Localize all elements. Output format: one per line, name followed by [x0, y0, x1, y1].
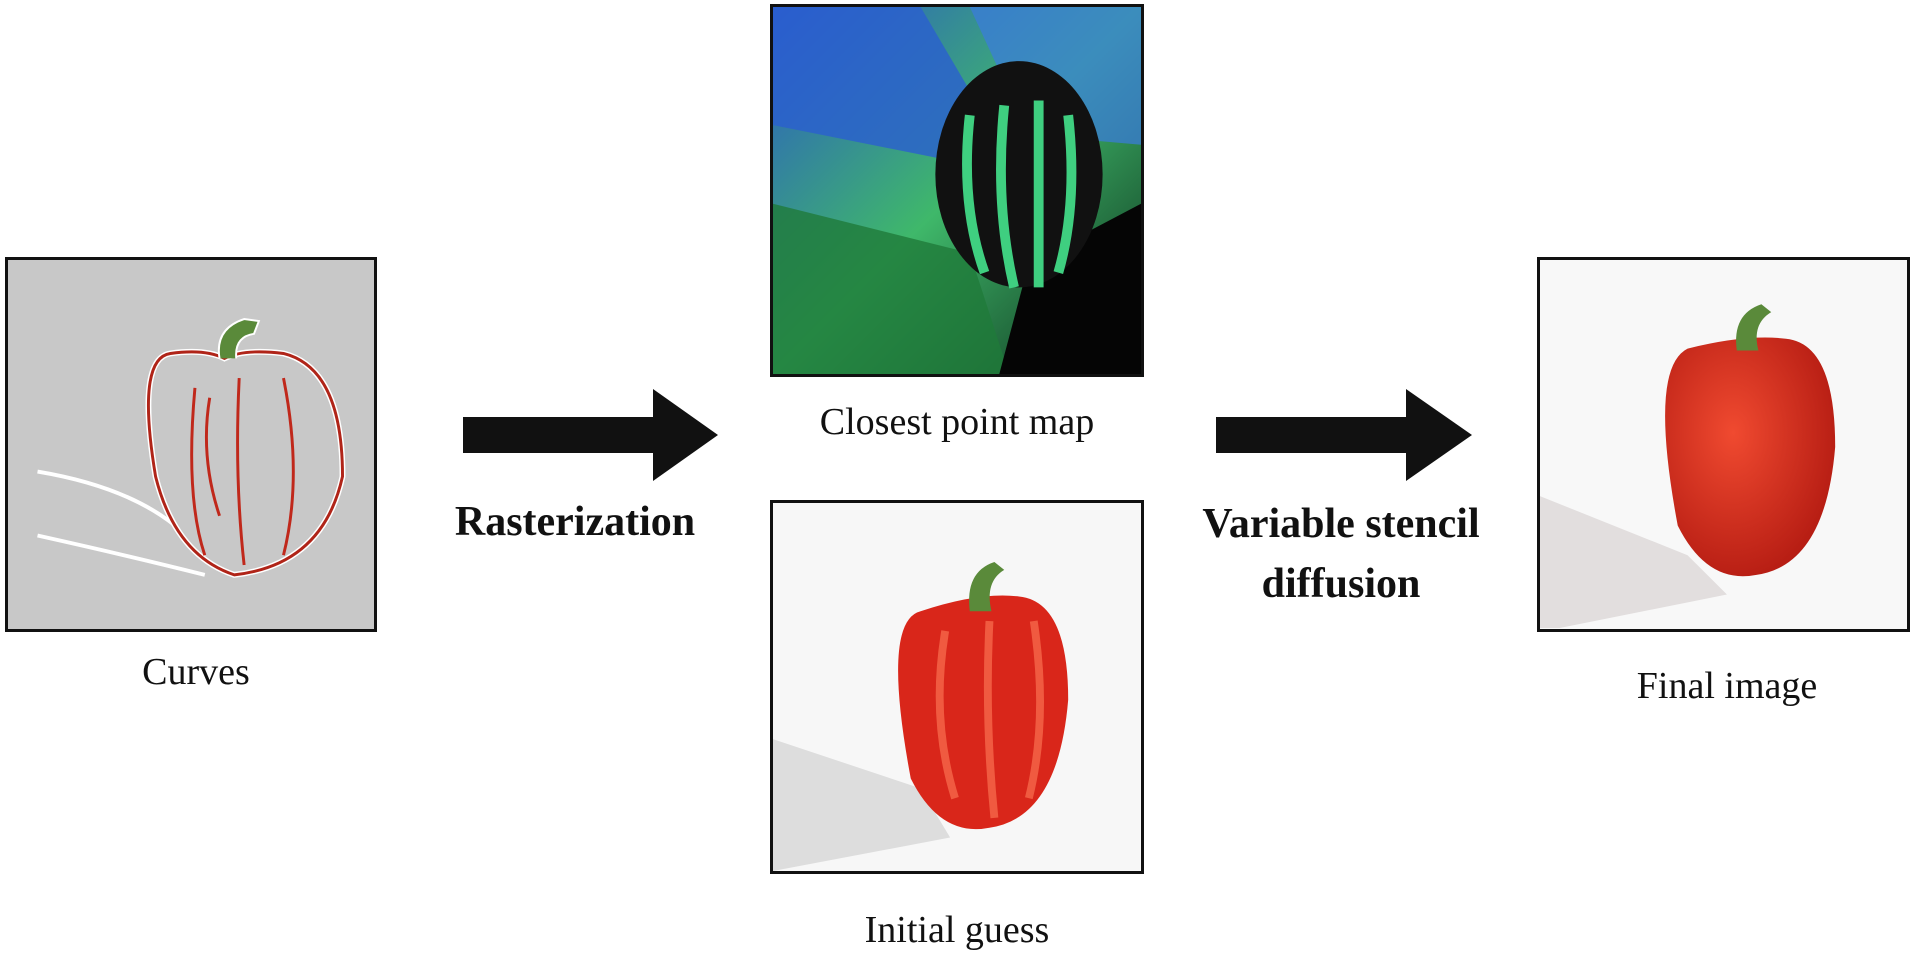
arrow-right-icon	[463, 389, 718, 481]
closest-point-map-panel	[770, 4, 1144, 377]
rasterization-label: Rasterization	[454, 499, 696, 545]
diffusion-label-line2: diffusion	[1261, 561, 1421, 607]
closest-point-map-label: Closest point map	[819, 401, 1095, 443]
initial-guess-panel	[770, 500, 1144, 874]
initial-guess-label: Initial guess	[864, 909, 1050, 951]
diffusion-label-line1: Variable stencil	[1202, 501, 1480, 547]
curves-label: Curves	[142, 651, 250, 693]
closest-point-map-image	[773, 7, 1141, 374]
curves-panel	[5, 257, 377, 632]
final-pepper-image	[1540, 304, 1836, 628]
initial-guess-pepper-image	[773, 562, 1069, 871]
arrow-right-icon	[1216, 389, 1472, 481]
curves-pepper-illustration	[37, 318, 346, 578]
final-image-panel	[1537, 257, 1910, 632]
final-image-label: Final image	[1636, 665, 1818, 707]
diffusion-label: Variable stencil diffusion	[1202, 494, 1479, 614]
